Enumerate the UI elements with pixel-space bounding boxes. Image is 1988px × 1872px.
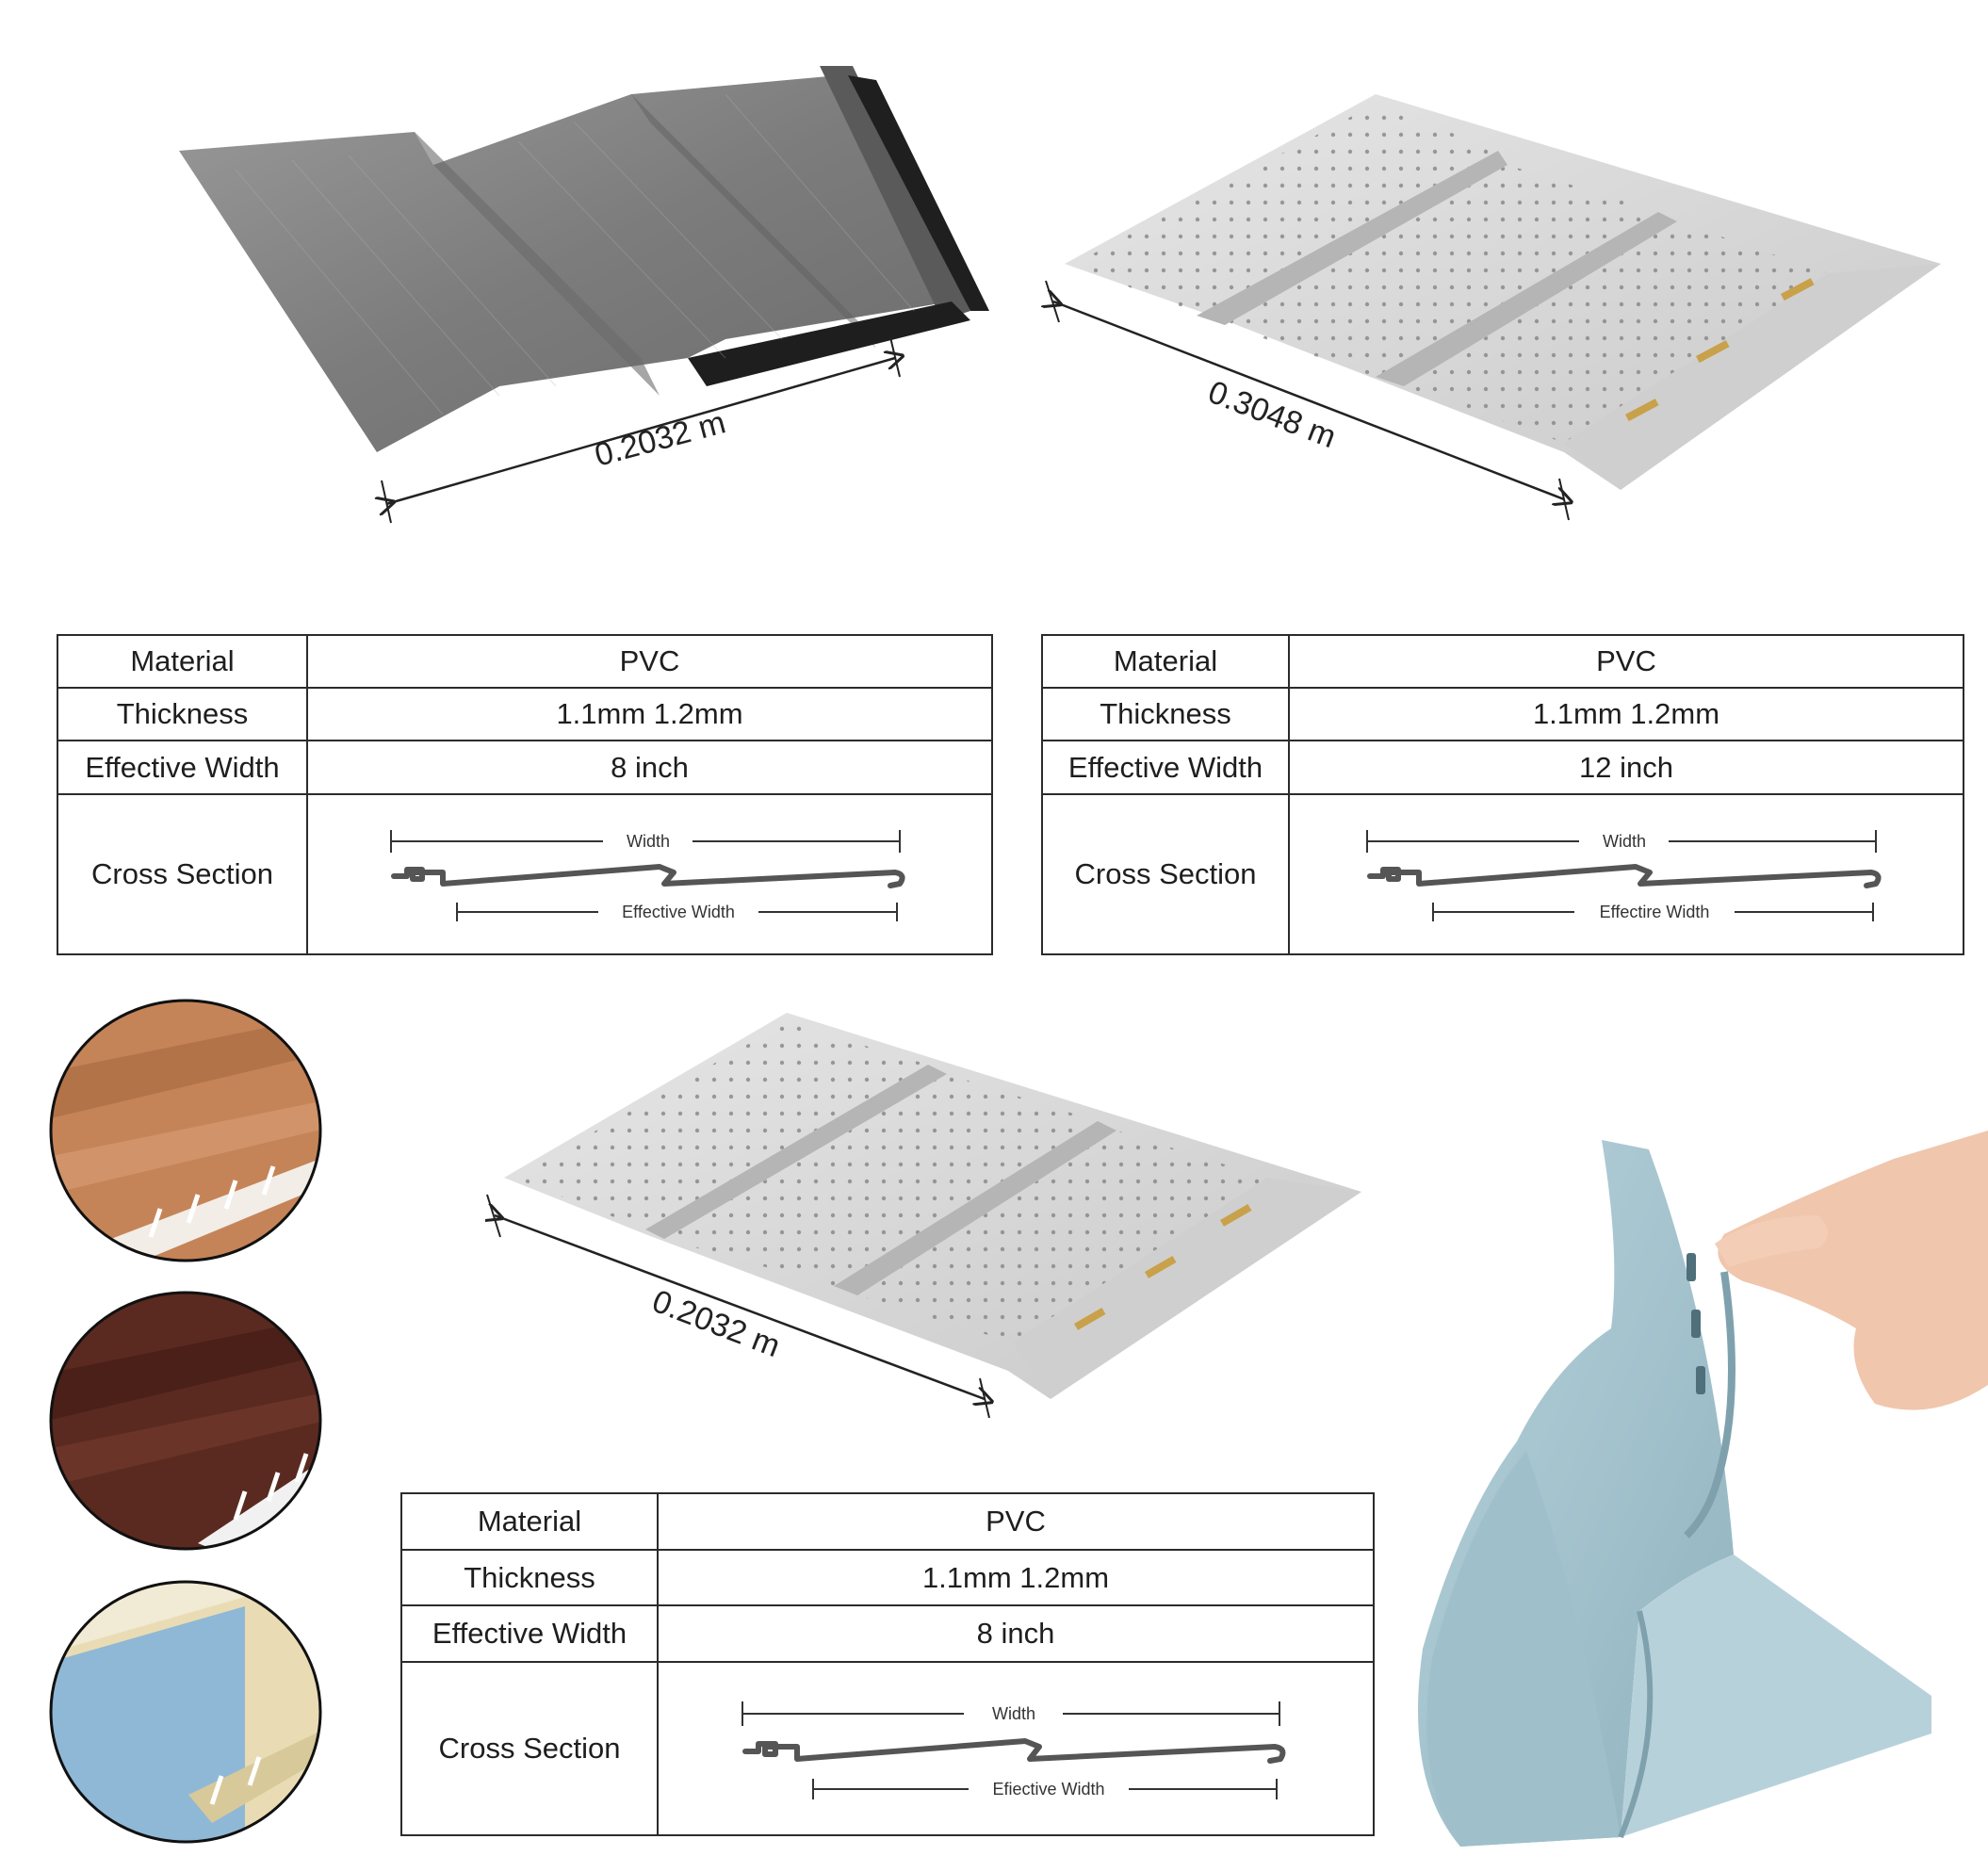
panel-middle-dimension: 0.2032 m (647, 1283, 785, 1364)
row-value: 8 inch (657, 1604, 1375, 1663)
row-label: Material (1041, 634, 1290, 689)
row-value: 8 inch (306, 740, 993, 795)
row-value: PVC (657, 1492, 1375, 1551)
cross-section-diagram: Width Effectire Width (1366, 830, 1882, 921)
width-label: Width (992, 1704, 1035, 1723)
panel-middle-image: 0.2032 m (485, 1013, 1361, 1418)
cross-section-diagram: Width Effective Width (389, 830, 905, 921)
row-label: Material (57, 634, 308, 689)
row-value: 12 inch (1288, 740, 1964, 795)
cross-section-cell: Width Efiective Width (657, 1661, 1375, 1836)
row-label: Thickness (1041, 687, 1290, 741)
hand (1718, 1131, 1988, 1410)
spec-table-3: Material PVC Thickness 1.1mm 1.2mm Effec… (400, 1492, 1375, 1836)
cross-section-diagram: Width Efiective Width (741, 1701, 1286, 1799)
row-label: Effective Width (400, 1604, 659, 1663)
width-label: Width (626, 832, 669, 851)
row-value: 1.1mm 1.2mm (1288, 687, 1964, 741)
row-value: 1.1mm 1.2mm (657, 1549, 1375, 1606)
row-value: PVC (306, 634, 993, 689)
row-value: PVC (1288, 634, 1964, 689)
row-label: Effective Width (1041, 740, 1290, 795)
spec-table-2: Material PVC Thickness 1.1mm 1.2mm Effec… (1041, 634, 1964, 955)
panel-top-left-image: 0.2032 m (179, 66, 989, 524)
flexible-blue-panel-image (1418, 1131, 1988, 1847)
swatch-blue-cream-image (49, 1580, 322, 1844)
row-label: Effective Width (57, 740, 308, 795)
row-label: Material (400, 1492, 659, 1551)
panel-top-right-image: 0.3048 m (1036, 94, 1941, 521)
row-label: Thickness (400, 1549, 659, 1606)
panel-top-left-dimension: 0.2032 m (591, 404, 729, 473)
row-value: 1.1mm 1.2mm (306, 687, 993, 741)
spec-table-1: Material PVC Thickness 1.1mm 1.2mm Effec… (57, 634, 993, 955)
swatch-brown-image (49, 999, 322, 1262)
cross-section-cell: Width Effective Width (306, 793, 993, 955)
row-label: Thickness (57, 687, 308, 741)
row-label: Cross Section (400, 1661, 659, 1836)
row-label: Cross Section (57, 793, 308, 955)
row-label: Cross Section (1041, 793, 1290, 955)
effective-width-label: Effectire Width (1600, 903, 1710, 921)
width-label: Width (1603, 832, 1646, 851)
effective-width-label: Effective Width (622, 903, 735, 921)
cross-section-cell: Width Effectire Width (1288, 793, 1964, 955)
effective-width-label: Efiective Width (992, 1780, 1104, 1799)
swatch-dark-brown-image (49, 1291, 322, 1551)
